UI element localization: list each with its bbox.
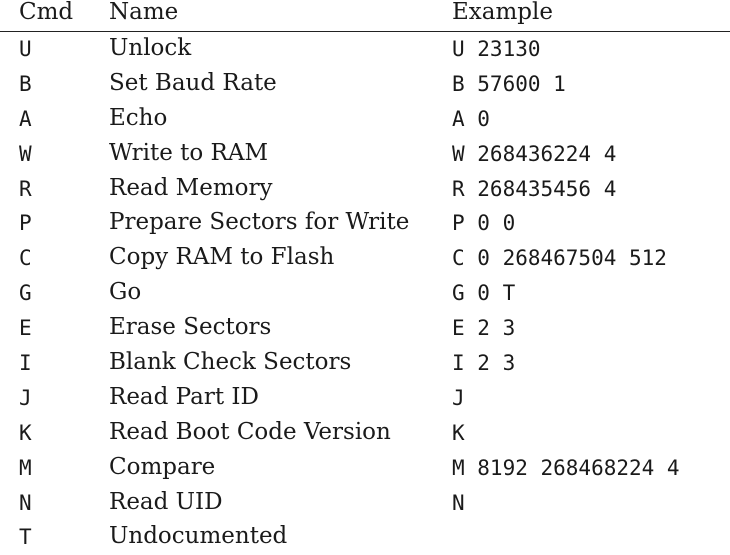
example-cell: A 0: [452, 106, 490, 131]
cmd-cell: P: [19, 211, 32, 236]
name-cell: Read Memory: [109, 174, 273, 201]
table-row: P Prepare Sectors for Write P 0 0: [0, 206, 730, 241]
table-row: A Echo A 0: [0, 102, 730, 137]
table-row: M Compare M 8192 268468224 4: [0, 451, 730, 486]
example-cell: E 2 3: [452, 316, 516, 341]
cmd-cell: K: [19, 420, 32, 445]
name-cell: Prepare Sectors for Write: [109, 209, 410, 236]
example-cell: G 0 T: [452, 281, 516, 306]
example-cell: N: [452, 490, 465, 515]
example-cell: W 268436224 4: [452, 141, 617, 166]
table-row: U Unlock U 23130: [0, 32, 730, 67]
cmd-cell: R: [19, 176, 32, 201]
cmd-cell: A: [19, 106, 32, 131]
table-row: N Read UID N: [0, 486, 730, 521]
cmd-cell: T: [19, 525, 32, 550]
cmd-cell: I: [19, 351, 32, 376]
header-cmd: Cmd: [19, 0, 74, 25]
table-row: B Set Baud Rate B 57600 1: [0, 67, 730, 102]
cmd-cell: N: [19, 490, 32, 515]
example-cell: C 0 268467504 512: [452, 246, 667, 271]
example-cell: J: [452, 385, 465, 410]
name-cell: Read Part ID: [109, 383, 259, 410]
example-cell: M 8192 268468224 4: [452, 455, 680, 480]
header-example: Example: [452, 0, 553, 25]
cmd-cell: C: [19, 246, 32, 271]
example-cell: B 57600 1: [452, 71, 566, 96]
example-cell: I 2 3: [452, 351, 516, 376]
table-row: W Write to RAM W 268436224 4: [0, 137, 730, 172]
table-row: R Read Memory R 268435456 4: [0, 172, 730, 207]
name-cell: Copy RAM to Flash: [109, 244, 335, 271]
table-header: Cmd Name Example: [0, 0, 730, 32]
header-name: Name: [109, 0, 179, 25]
example-cell: U 23130: [452, 37, 541, 61]
name-cell: Compare: [109, 453, 216, 480]
example-cell: P 0 0: [452, 211, 516, 236]
name-cell: Erase Sectors: [109, 314, 272, 341]
table-row: K Read Boot Code Version K: [0, 416, 730, 451]
table-row: T Undocumented: [0, 520, 730, 555]
name-cell: Write to RAM: [109, 139, 269, 166]
table-row: C Copy RAM to Flash C 0 268467504 512: [0, 241, 730, 276]
name-cell: Go: [109, 279, 142, 306]
table-row: E Erase Sectors E 2 3: [0, 311, 730, 346]
cmd-cell: E: [19, 316, 32, 341]
cmd-cell: W: [19, 141, 32, 166]
name-cell: Read Boot Code Version: [109, 418, 391, 445]
example-cell: R 268435456 4: [452, 176, 617, 201]
table-row: I Blank Check Sectors I 2 3: [0, 346, 730, 381]
name-cell: Unlock: [109, 35, 192, 61]
cmd-cell: G: [19, 281, 32, 306]
table-row: J Read Part ID J: [0, 381, 730, 416]
cmd-cell: J: [19, 385, 32, 410]
name-cell: Echo: [109, 104, 168, 131]
cmd-cell: B: [19, 71, 32, 96]
table-row: G Go G 0 T: [0, 276, 730, 311]
name-cell: Undocumented: [109, 523, 288, 550]
example-cell: K: [452, 420, 465, 445]
name-cell: Blank Check Sectors: [109, 349, 352, 376]
cmd-cell: U: [19, 37, 32, 61]
name-cell: Set Baud Rate: [109, 69, 277, 96]
cmd-cell: M: [19, 455, 32, 480]
name-cell: Read UID: [109, 488, 223, 515]
table-body: U Unlock U 23130 B Set Baud Rate B 57600…: [0, 32, 730, 555]
